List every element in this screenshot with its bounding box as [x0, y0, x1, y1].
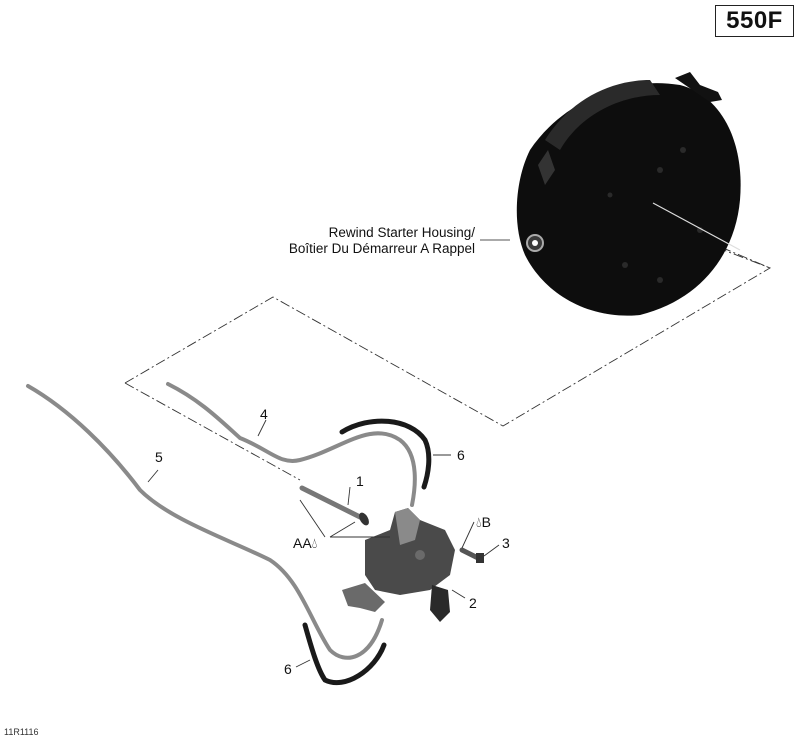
drop-icon: 💧︎ [476, 514, 482, 530]
callout-3: 3 [502, 535, 510, 551]
callout-2: 2 [469, 595, 477, 611]
leader-lines [147, 419, 500, 668]
figure-id: 11R1116 [4, 727, 39, 737]
housing-label-line2: Boîtier Du Démarreur A Rappel [288, 241, 475, 256]
callout-1: 1 [356, 473, 364, 489]
drop-icon: 💧︎ [311, 535, 318, 551]
lubricant-b-label: B [481, 514, 491, 530]
lubricant-aa-label: AA [293, 535, 312, 551]
callout-4: 4 [260, 406, 268, 422]
hose-6-top [339, 418, 432, 490]
oil-line-4 [166, 382, 417, 507]
housing-label-line1: Rewind Starter Housing/ [328, 225, 475, 240]
lubricant-aa: AA💧︎ [293, 536, 317, 550]
callout-6-top: 6 [457, 447, 465, 463]
model-badge: 550F [715, 5, 794, 37]
rewind-starter-housing-label: Rewind Starter Housing/ Boîtier Du Démar… [265, 225, 475, 257]
bolt-1 [299, 485, 369, 526]
oil-line-5 [26, 384, 384, 660]
model-label: 550F [726, 7, 783, 34]
lubricant-b: 💧︎B [476, 515, 491, 529]
screw-3 [459, 547, 484, 563]
callout-5: 5 [155, 449, 163, 465]
rewind-starter-housing [516, 72, 741, 316]
oil-pump-2 [342, 508, 455, 622]
callout-6-bottom: 6 [284, 661, 292, 677]
hose-6-bottom [302, 622, 387, 686]
